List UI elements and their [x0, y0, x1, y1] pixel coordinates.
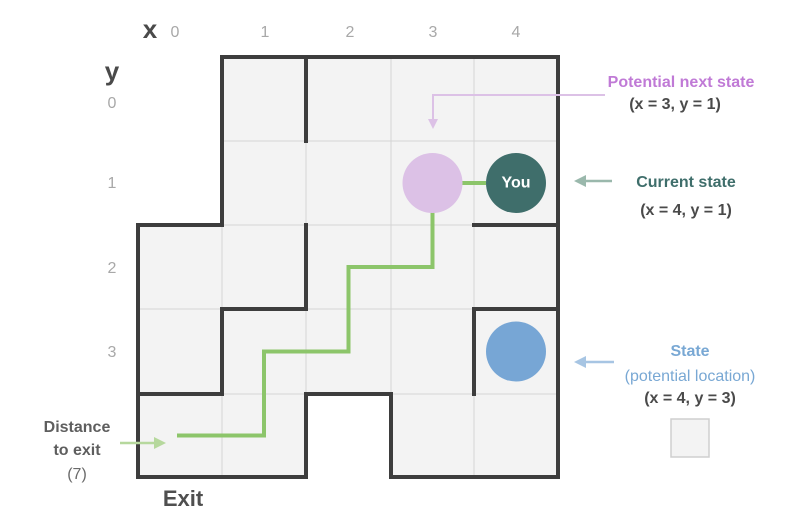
- x-tick-label: 1: [261, 24, 270, 41]
- y-tick-label: 1: [108, 175, 117, 192]
- state-coords: (x = 4, y = 3): [644, 390, 736, 407]
- x-tick-label: 3: [429, 24, 438, 41]
- x-tick-label: 0: [171, 24, 180, 41]
- grid-cell: [221, 140, 307, 226]
- x-axis-ticks: 0 1 2 3 4: [171, 24, 521, 41]
- you-label: You: [501, 175, 530, 192]
- potential-next-state-title: Potential next state: [608, 74, 755, 91]
- grid-cell: [473, 393, 559, 478]
- x-tick-label: 2: [346, 24, 355, 41]
- grid-cell: [390, 308, 475, 395]
- distance-title-line1: Distance: [44, 419, 111, 436]
- current-state-marker: [486, 153, 546, 213]
- grid-cell: [305, 140, 392, 226]
- grid-cell: [390, 393, 475, 478]
- distance-value: (7): [67, 466, 87, 483]
- grid-cell: [473, 224, 559, 310]
- y-tick-label: 0: [108, 95, 117, 112]
- exit-label: Exit: [163, 486, 204, 511]
- y-tick-label: 3: [108, 344, 117, 361]
- state-subtitle: (potential location): [625, 368, 756, 385]
- y-tick-label: 2: [108, 260, 117, 277]
- potential-next-state-marker: [402, 153, 463, 213]
- maze-walls: [136, 55, 560, 479]
- y-axis-title: y: [105, 56, 120, 86]
- grid-cell: [137, 224, 223, 310]
- grid-cell: [473, 56, 559, 142]
- current-state-coords: (x = 4, y = 1): [640, 202, 732, 219]
- state-title: State: [670, 343, 709, 360]
- inner-wall: [136, 223, 308, 396]
- grid-cell: [137, 308, 223, 395]
- potential-next-state-coords: (x = 3, y = 1): [629, 96, 721, 113]
- y-axis-ticks: 0 1 2 3: [108, 95, 117, 361]
- distance-title-line2: to exit: [53, 442, 101, 459]
- grid-cell: [221, 224, 307, 310]
- outer-wall: [136, 55, 560, 479]
- potential-next-arrow: [428, 94, 605, 129]
- grid-cell: [221, 56, 307, 142]
- inner-wall: [472, 307, 560, 396]
- state-marker: [486, 321, 546, 382]
- x-tick-label: 4: [512, 24, 521, 41]
- grid-cell: [305, 56, 392, 142]
- x-axis-title: x: [143, 14, 158, 44]
- current-state-title: Current state: [636, 174, 736, 191]
- state-cell-legend-swatch: [670, 418, 710, 458]
